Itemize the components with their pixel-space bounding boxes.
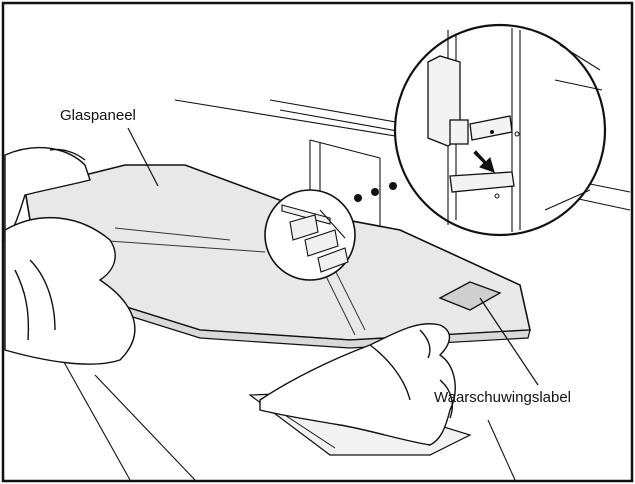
glass-panel-callout: Glaspaneel <box>60 107 136 124</box>
insert-arrow <box>473 150 495 173</box>
hinge-detail-circle <box>264 189 356 281</box>
warning-label-sticker <box>438 281 502 311</box>
connector-dots <box>354 182 397 202</box>
left-hand <box>4 147 136 365</box>
callout-leader-lines <box>127 127 539 386</box>
zoom-detail-circle <box>393 23 607 237</box>
right-hand <box>259 323 456 446</box>
warning-label-callout: Waarschuwingslabel <box>434 389 572 406</box>
